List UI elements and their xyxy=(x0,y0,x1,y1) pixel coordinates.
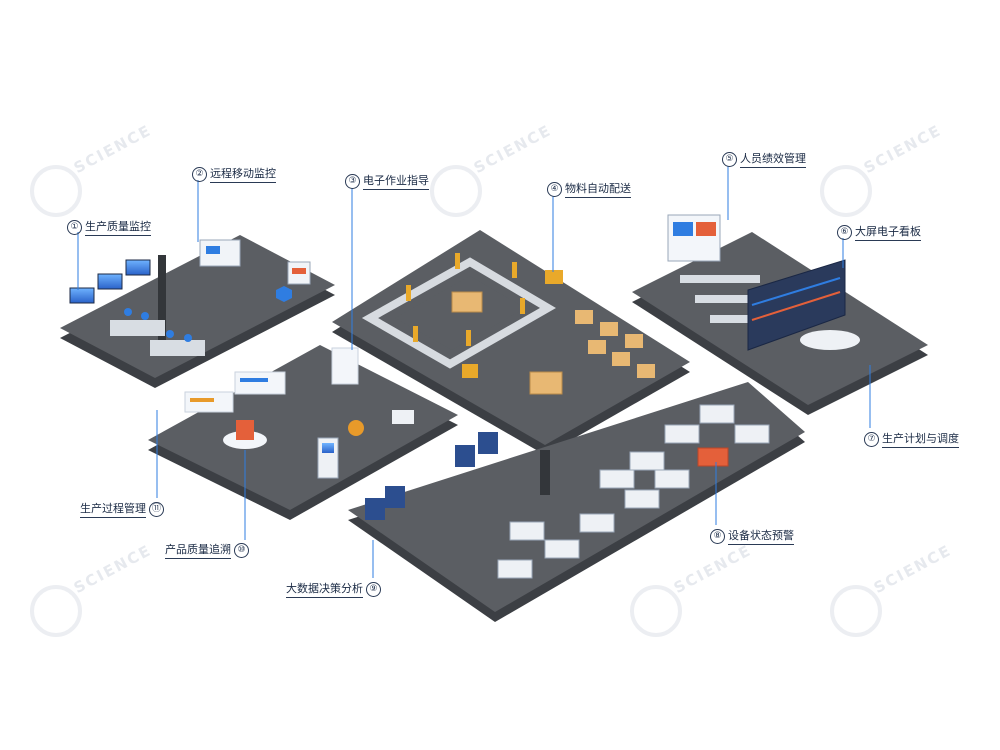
platform-personnel-dashboard xyxy=(632,214,928,415)
label-number: ⑨ xyxy=(366,581,381,597)
desk-cluster xyxy=(110,308,205,356)
inspection-station xyxy=(223,410,414,479)
server-racks xyxy=(365,432,498,520)
label-text: 物料自动配送 xyxy=(565,180,631,198)
label-production-process-management: 生产过程管理 ⑪ xyxy=(80,500,164,518)
label-remote-mobile-monitoring: ② 远程移动监控 xyxy=(192,165,276,183)
label-product-quality-traceability: 产品质量追溯 ⑩ xyxy=(165,541,249,559)
label-equipment-status-warning: ⑧ 设备状态预警 xyxy=(710,527,794,545)
logo-mark xyxy=(30,585,82,637)
label-number: ④ xyxy=(547,181,562,197)
logo-mark xyxy=(630,585,682,637)
label-text: 大屏电子看板 xyxy=(855,223,921,241)
conveyor-loop xyxy=(361,257,556,369)
platform-equipment-data xyxy=(348,382,805,622)
label-production-planning: ⑦ 生产计划与调度 xyxy=(864,430,959,448)
logo-mark xyxy=(820,165,872,217)
alert-machine xyxy=(697,447,729,467)
label-text: 生产计划与调度 xyxy=(882,430,959,448)
machine-units xyxy=(497,404,770,579)
logo-mark xyxy=(830,585,882,637)
cardboard-boxes xyxy=(451,291,655,395)
label-text: 电子作业指导 xyxy=(363,172,429,190)
logo-mark xyxy=(430,165,482,217)
label-number: ⑧ xyxy=(710,528,725,544)
label-production-quality-monitoring: ① 生产质量监控 xyxy=(67,218,151,236)
label-text: 生产过程管理 xyxy=(80,500,146,518)
platform-quality-monitoring xyxy=(60,235,335,388)
label-number: ⑪ xyxy=(149,501,164,517)
label-number: ③ xyxy=(345,173,360,189)
meeting-table xyxy=(800,330,860,350)
label-automatic-material-delivery: ④ 物料自动配送 xyxy=(547,180,631,198)
label-text: 人员绩效管理 xyxy=(740,150,806,168)
wall-monitors xyxy=(69,259,151,304)
label-number: ② xyxy=(192,166,207,182)
label-number: ⑥ xyxy=(837,224,852,240)
label-text: 生产质量监控 xyxy=(85,218,151,236)
label-big-screen-kanban: ⑥ 大屏电子看板 xyxy=(837,223,921,241)
label-text: 大数据决策分析 xyxy=(286,580,363,598)
dashboard-screens xyxy=(199,239,311,302)
label-number: ① xyxy=(67,219,82,235)
label-electronic-work-instruction: ③ 电子作业指导 xyxy=(345,172,429,190)
forklift xyxy=(462,364,478,378)
label-personnel-performance: ⑤ 人员绩效管理 xyxy=(722,150,806,168)
agv-cart xyxy=(545,270,563,284)
label-number: ⑩ xyxy=(234,542,249,558)
personnel-screen xyxy=(667,214,721,262)
label-number: ⑦ xyxy=(864,431,879,447)
logo-mark xyxy=(30,165,82,217)
label-text: 远程移动监控 xyxy=(210,165,276,183)
leader-lines xyxy=(77,166,871,578)
label-big-data-decision: 大数据决策分析 ⑨ xyxy=(286,580,381,598)
label-number: ⑤ xyxy=(722,151,737,167)
platform-process-management xyxy=(148,345,458,520)
label-text: 设备状态预警 xyxy=(728,527,794,545)
floating-panels xyxy=(184,347,359,413)
workstation-rows xyxy=(680,275,775,323)
robot-arms xyxy=(406,253,525,346)
platform-production-line xyxy=(332,230,690,455)
label-text: 产品质量追溯 xyxy=(165,541,231,559)
